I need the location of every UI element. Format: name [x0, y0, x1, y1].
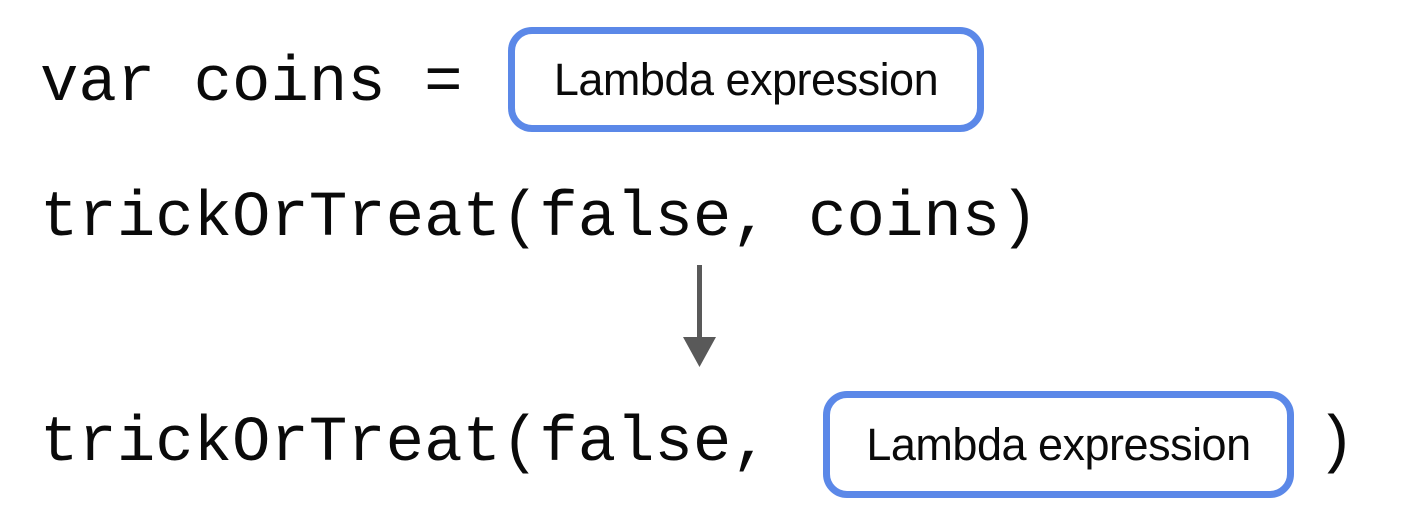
lambda-expression-chip-declaration[interactable]: Lambda expression	[508, 27, 984, 132]
arrow-down-icon	[683, 265, 716, 367]
lambda-expression-chip-label-inlined: Lambda expression	[866, 418, 1251, 470]
code-line-declaration: var coins =	[40, 48, 501, 120]
arrow-head	[683, 337, 716, 367]
code-line-call-suffix: )	[1317, 408, 1356, 480]
lambda-expression-chip-label: Lambda expression	[553, 53, 939, 105]
code-line-call-with-variable: trickOrTreat(false, coins)	[40, 183, 1039, 255]
lambda-expression-chip-inlined[interactable]: Lambda expression	[823, 391, 1294, 498]
code-line-call-prefix: trickOrTreat(false,	[40, 408, 809, 480]
